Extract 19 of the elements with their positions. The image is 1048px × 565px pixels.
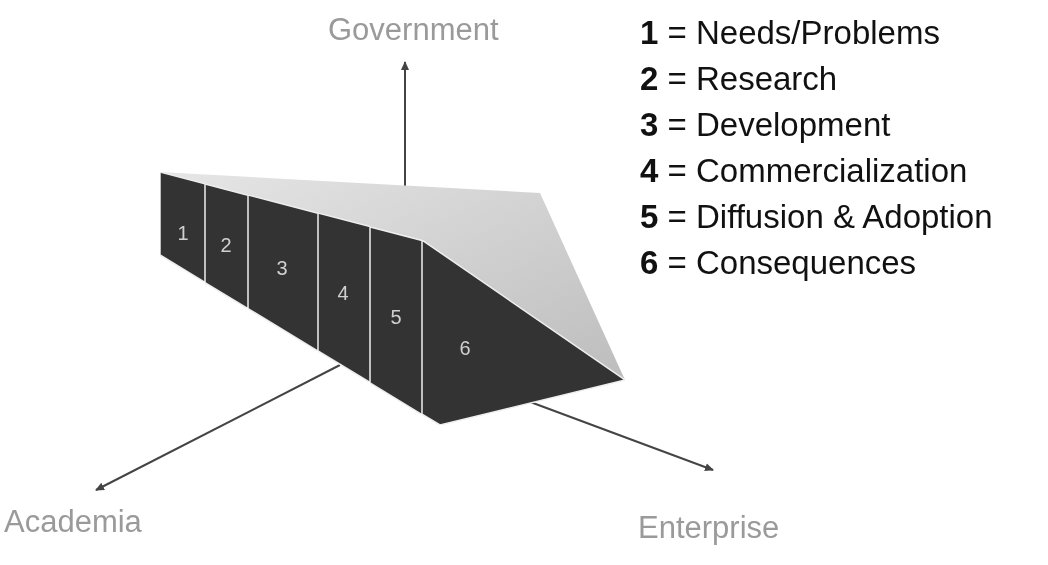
segment-face	[205, 183, 248, 309]
segment-number: 5	[390, 307, 402, 327]
segment-face	[370, 226, 422, 415]
segment-number: 6	[459, 338, 471, 358]
segment-face	[160, 172, 205, 283]
segment-number: 3	[276, 258, 288, 278]
segment-number: 4	[337, 283, 349, 303]
segment-number: 1	[177, 223, 189, 243]
legend-entry: 5 = Diffusion & Adoption	[640, 200, 993, 233]
axis-label: Enterprise	[638, 512, 780, 543]
legend-entry: 1 = Needs/Problems	[640, 16, 940, 49]
axis-label: Academia	[4, 506, 142, 537]
legend-entry: 4 = Commercialization	[640, 154, 968, 187]
legend-entry: 2 = Research	[640, 62, 838, 95]
axis-label: Government	[328, 14, 499, 45]
segment-face	[318, 213, 370, 383]
legend-entry: 3 = Development	[640, 108, 891, 141]
segment-number: 2	[220, 235, 232, 255]
legend-entry: 6 = Consequences	[640, 246, 917, 279]
